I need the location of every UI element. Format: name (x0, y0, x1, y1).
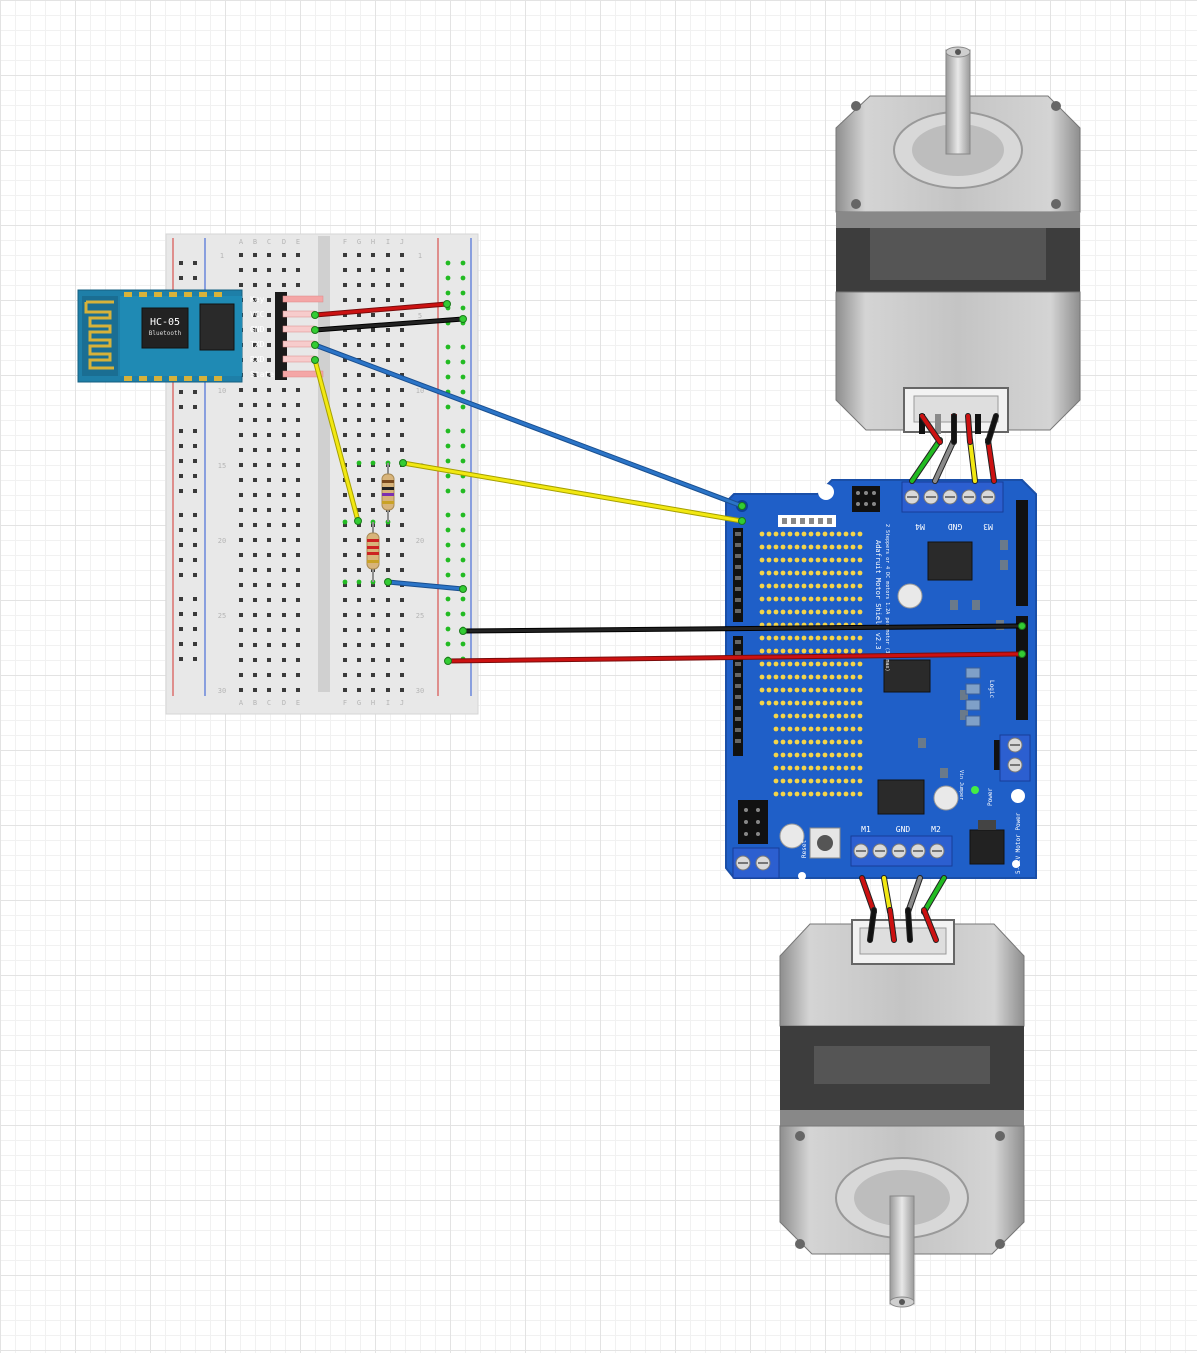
row-number: 30 (416, 687, 424, 695)
row-number: 1 (220, 252, 224, 260)
hc05-bluetooth-module[interactable]: HC-05 Bluetooth Key VCC GND TXD RXD Stat… (77, 289, 324, 383)
stepper-motor-top[interactable] (835, 46, 1081, 484)
module-pads (124, 292, 222, 381)
column-label-e-bottom: E (296, 699, 300, 707)
column-label-b: B (253, 238, 257, 246)
left-terminal[interactable] (732, 847, 780, 879)
shield-note: 2 Steppers or 4 DC motors 1.2A per motor… (884, 524, 890, 672)
column-label-j-bottom: J (400, 699, 404, 707)
column-label-h-bottom: H (371, 699, 375, 707)
column-label-c-bottom: C (267, 699, 271, 707)
motor-terminal-top[interactable] (901, 481, 1004, 513)
column-label-d-bottom: D (282, 699, 286, 707)
pin-label-vcc: VCC (250, 310, 265, 319)
column-label-i-bottom: I (386, 699, 390, 707)
pin-label-rxd: RXD (250, 355, 265, 364)
shield-title: Adafruit Motor Shield v2.3 (874, 540, 882, 650)
prototyping-area (759, 531, 863, 797)
module-model-label: HC-05 (150, 317, 180, 328)
antenna-trace-icon (84, 300, 114, 370)
vin-jumper-label: Vin Jumper (958, 770, 964, 800)
motor-label-m2: M2 (931, 825, 941, 834)
module-brand-label: Bluetooth (149, 330, 182, 337)
power-terminal[interactable] (999, 734, 1031, 782)
resistor-1[interactable] (381, 463, 395, 522)
capacitor-2 (933, 785, 959, 811)
resistor-2[interactable] (366, 522, 380, 582)
reset-button[interactable] (809, 827, 841, 859)
motor-label-gnd-bottom: GND (896, 825, 911, 834)
column-label-e: E (296, 238, 300, 246)
motor-driver-chip-2 (877, 779, 925, 815)
row-number: 25 (218, 612, 226, 620)
motor-label-m3: M3 (983, 522, 993, 531)
wire-endpoints (311, 300, 1026, 665)
row-number: 10 (218, 387, 226, 395)
reset-label: Reset (801, 840, 808, 858)
motor-label-m4: M4 (915, 522, 925, 531)
pin-label-state: State (250, 370, 274, 379)
column-label-i: I (386, 238, 390, 246)
row-number: 15 (218, 462, 226, 470)
arduino-headers (733, 486, 1028, 844)
column-label-d: D (282, 238, 286, 246)
row-number: 30 (218, 687, 226, 695)
adafruit-motor-shield[interactable]: Reset M4 GND M3 M1 GND M2 Adafruit Motor… (725, 479, 1037, 880)
column-label-j: J (400, 238, 404, 246)
column-label-f-bottom: F (343, 699, 347, 707)
motor-terminal-bottom[interactable] (850, 835, 953, 867)
capacitor-1 (897, 583, 923, 609)
row-number: 25 (416, 612, 424, 620)
pin-label-key: Key (250, 295, 265, 304)
column-label-c: C (267, 238, 271, 246)
power-led (971, 786, 979, 794)
pin-header (275, 292, 324, 380)
row-number: 5 (418, 312, 422, 320)
row-number: 10 (416, 387, 424, 395)
motor-label-m1: M1 (861, 825, 871, 834)
motor-driver-chip-1 (883, 659, 931, 693)
capacitor-3 (779, 823, 805, 849)
pin-label-gnd: GND (250, 325, 265, 334)
column-label-h: H (371, 238, 375, 246)
column-label-b-bottom: B (253, 699, 257, 707)
pwm-driver-chip (927, 541, 973, 581)
row-number: 1 (418, 252, 422, 260)
motor-label-gnd-top: GND (948, 522, 963, 531)
pin-labels: Key VCC GND TXD RXD State (250, 295, 274, 379)
column-label-a: A (239, 238, 244, 246)
column-label-g-bottom: G (357, 699, 361, 707)
column-label-f: F (343, 238, 347, 246)
column-label-g: G (357, 238, 361, 246)
row-number: 20 (218, 537, 226, 545)
stepper-motor-bottom[interactable] (779, 875, 1025, 1308)
logic-label: Logic (988, 680, 995, 698)
column-label-a-bottom: A (239, 699, 244, 707)
row-number: 20 (416, 537, 424, 545)
power-label: Power (987, 788, 994, 806)
wires (311, 300, 1026, 665)
voltage-regulator (969, 829, 1005, 865)
motor-power-label: 5-12V Motor Power (1015, 812, 1022, 874)
pin-label-txd: TXD (250, 340, 265, 349)
